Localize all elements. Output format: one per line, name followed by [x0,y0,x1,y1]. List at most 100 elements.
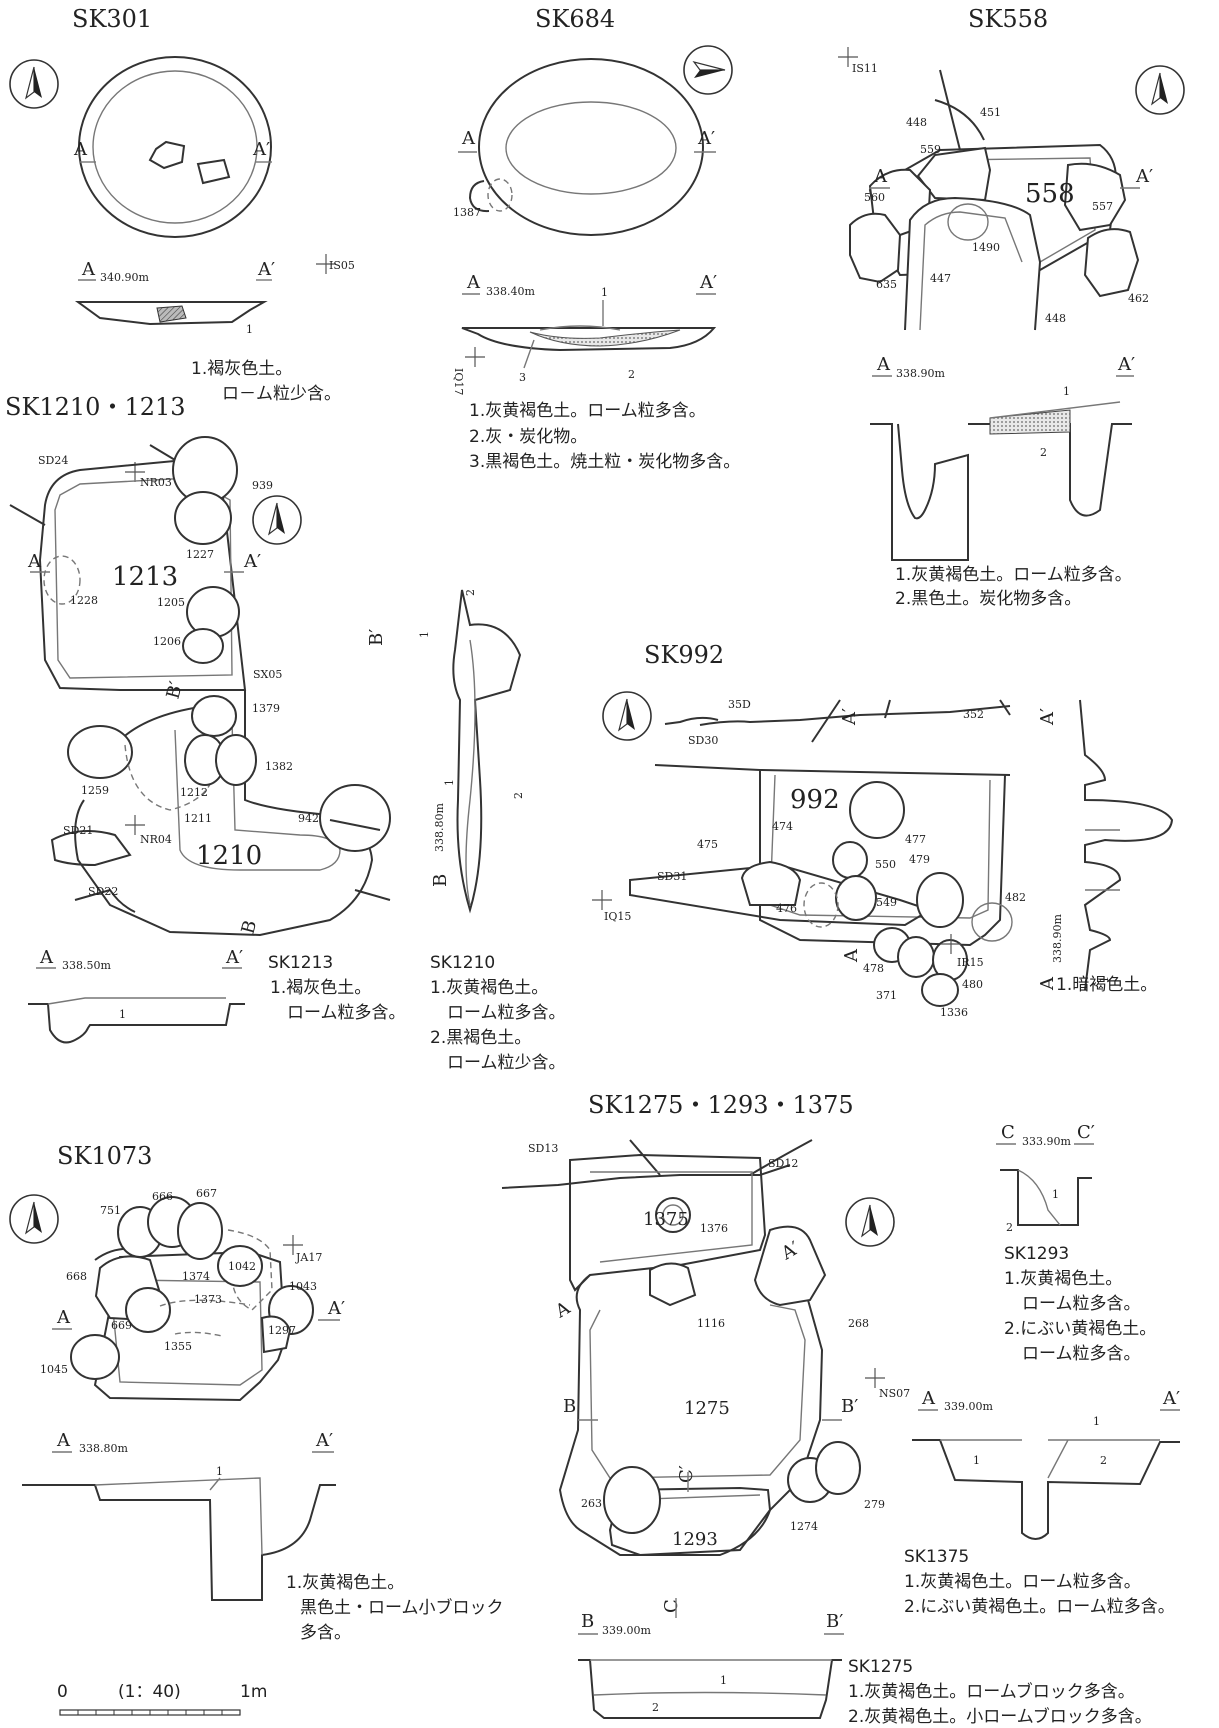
sk1210-pit-942 [319,784,391,852]
sk301-label-a2: A′ [252,139,270,160]
sk1375-section-profile [912,1439,1180,1540]
sk1210-label-942: 942 [298,812,319,825]
sk1210-pit-1212 [124,744,216,811]
sk1375-pit-1376 [655,1197,691,1233]
sk558-pit-559-label: 559 [920,143,941,156]
sk1210-label-1228: 1228 [70,594,98,607]
sk992-pit-482 [971,902,1013,942]
sk684-layer-boundary [539,325,621,331]
sk992-note-1: 1.暗褐色土。 [1056,975,1157,995]
sk1213-pit-outline [9,458,247,691]
sk1210-pit-bottom [174,719,341,871]
sk1210-group: SK1210・1213 1213 1210 SD24 NR03 939 1227… [5,393,566,1073]
sk1275-pit-bottom [589,1304,806,1479]
sk992-grid2: IR15 [957,956,984,969]
sk301-note-1: 1.褐灰色土。 [191,359,292,379]
sk1275-notes-title: SK1275 [848,1657,913,1677]
sk1210-elev: 338.50m [62,959,111,972]
sk992-sd31 [629,863,933,927]
sk1073-group: SK1073 751 666 667 1042 668 1374 1043 13… [9,1142,504,1643]
sk992-label-sd31: SD31 [657,870,687,883]
sk1210-note-1: 1.灰黄褐色土。 [430,978,548,998]
sk1210-label-1227: 1227 [186,548,214,561]
north-arrow-icon [683,45,733,95]
sk558-group: SK558 IS11 558 451 448 559 560 557 1490 … [837,5,1185,609]
sk992-label-352: 352 [963,708,984,721]
sk992-label-371: 371 [876,989,897,1002]
sk1275-pit-279 [815,1441,861,1495]
sk1213-sd24-line [149,444,176,461]
sk1275-label-1116: 1116 [697,1317,725,1330]
sk992-label-477: 477 [905,833,926,846]
sk992-sd30-top [664,699,1011,726]
grid-cross-icon [591,889,613,911]
sk992-label-35d: 35D [728,698,751,711]
sk1275-note-1: 1.灰黄褐色土。ロームブロック多含。 [848,1681,1135,1702]
sk301-group: SK301 A A′ A 340.90m A′ IS05 1 1.褐灰色土。 ロ… [9,5,355,404]
sk301-sec-a: A [81,259,96,280]
sk1375-pit-outline [569,1153,767,1292]
sk558-elev: 338.90m [896,367,945,380]
sk992-label-550: 550 [875,858,896,871]
sk558-note-2: 2.黒色土。炭化物多含。 [895,589,1081,609]
sk1375-pit-268 [753,1225,827,1307]
sk1210-label-nr03: NR03 [140,476,172,489]
sk1073-pit-1355 [174,1331,223,1337]
sk1375-layer-1b: 1 [1093,1415,1100,1428]
sk301-stone [148,140,186,170]
sk1210-label-1206: 1206 [153,635,181,648]
sk1073-label-1374: 1374 [182,1270,210,1283]
sk1213-notes-title: SK1213 [268,953,333,973]
sk558-title: SK558 [968,5,1048,33]
sk558-surface-line [989,401,1121,419]
sk992-edge-lines [811,699,891,743]
sk992-sec-a: A [1037,976,1058,991]
sk1210-label-1212: 1212 [180,786,208,799]
sk1210-label-1205: 1205 [157,596,185,609]
sk1210-sec-b: B [430,874,451,887]
sk992-label-549: 549 [876,896,897,909]
sk301-section-profile [74,301,268,326]
sk1073-label-a: A [56,1307,71,1328]
sk1210-section-profile [452,589,522,914]
north-arrow-icon [602,691,652,741]
sk301-stone-section [156,305,187,323]
sk558-pit-462-label: 462 [1128,292,1149,305]
sk1210-pit-1259 [67,725,133,779]
sk1210-title: SK1210・1213 [5,393,186,421]
sk558-pit-451: 451 [980,106,1001,119]
sk558-sec-a2: A′ [1117,354,1135,375]
sk1210-sec-a2: A′ [225,947,243,968]
sk1275-elev: 339.00m [602,1624,651,1637]
sk1210-label-1382: 1382 [265,760,293,773]
sk301-layer-1: 1 [246,323,253,336]
sk1073-pit-1045 [70,1334,120,1380]
sk558-pit-557 [1063,162,1127,232]
sk558-pit-635-label: 635 [876,278,897,291]
sk1293-note-1: 1.灰黄褐色土。 [1004,1269,1122,1289]
sk1073-label-1355: 1355 [164,1340,192,1353]
sk1213-pit-1227 [174,491,232,545]
sk558-layer-2: 2 [1040,446,1047,459]
sk1073-note-2: 黒色土・ローム小ブロック [300,1597,504,1618]
sk1275-label-b2: B′ [841,1396,858,1417]
sk1293-note-2: ローム粒多含。 [1022,1294,1141,1314]
sk992-center: 992 [790,785,840,815]
sk1275-pit-outline [558,1269,824,1556]
sk1275-label-268: 268 [848,1317,869,1330]
sk992-label-480: 480 [962,978,983,991]
sk992-pit-476 [803,882,839,928]
sk684-label-a2: A′ [697,128,715,149]
sk1210-sec-layer-1b: 1 [443,779,456,786]
sk1213-pit-bottom [54,477,233,679]
sk1073-pit-667 [177,1202,223,1260]
sk1375-layer-2: 2 [1100,1454,1107,1467]
sk1073-pit-669 [125,1287,171,1333]
north-arrow-icon [9,59,59,109]
sk1275-label-1293: 1293 [672,1529,718,1550]
sk301-note-2: ロ－ム粒少含。 [222,384,341,404]
sk1073-pit-1373 [227,1229,273,1311]
sk684-layer-1: 1 [601,286,608,299]
sk1293-notes-title: SK1293 [1004,1244,1069,1264]
sk558-note-1: 1.灰黄褐色土。ローム粒多含。 [895,565,1132,585]
